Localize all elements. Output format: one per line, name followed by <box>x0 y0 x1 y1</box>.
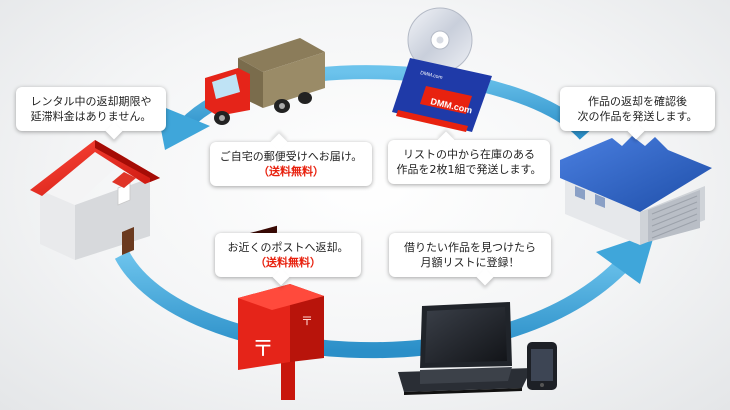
postbox-icon: 〒 〒 <box>238 225 324 400</box>
free-shipping-note: （送料無料） <box>255 256 321 269</box>
bubble-home-delivery: ご自宅の郵便受けへお届け。 （送料無料） <box>210 133 372 186</box>
bubble-return-confirmed-line2: 次の作品を発送します。 <box>577 110 698 123</box>
house-icon <box>30 140 160 260</box>
svg-text:〒: 〒 <box>301 314 313 328</box>
bottom-cycle-arrow <box>114 232 655 359</box>
bubble-return-confirmed: 作品の返却を確認後 次の作品を発送します。 <box>560 87 715 140</box>
truck-icon <box>205 38 325 125</box>
bubble-ship-two-discs-line2: 作品を2枚1組で発送します。 <box>396 163 542 176</box>
smartphone-icon <box>527 342 557 390</box>
bubble-return-by-post: お近くのポストへ返却。 （送料無料） <box>215 233 361 286</box>
bubble-no-due-date: レンタル中の返却期限や 延滞料金はありません。 <box>16 87 166 140</box>
disc-sleeve-brand: DMM.com <box>420 70 444 81</box>
svg-text:〒: 〒 <box>252 337 274 362</box>
bubble-add-to-list-line1: 借りたい作品を見つけたら <box>404 241 536 254</box>
warehouse-icon <box>560 136 712 245</box>
bubble-no-due-date-line2: 延滞料金はありません。 <box>30 110 152 123</box>
bubble-add-to-list-line2: 月額リストに登録！ <box>420 256 520 269</box>
free-shipping-note: （送料無料） <box>258 165 324 178</box>
bubble-home-delivery-line1: ご自宅の郵便受けへお届け。 <box>219 150 363 163</box>
bubble-return-by-post-line1: お近くのポストへ返却。 <box>227 241 349 254</box>
bubble-no-due-date-line1: レンタル中の返却期限や <box>30 95 152 108</box>
dvd-disc-icon <box>392 7 492 132</box>
bubble-return-confirmed-line1: 作品の返却を確認後 <box>588 95 687 108</box>
laptop-icon <box>398 302 532 395</box>
bubble-ship-two-discs: リストの中から在庫のある 作品を2枚1組で発送します。 <box>388 131 550 184</box>
bubble-ship-two-discs-line1: リストの中から在庫のある <box>403 148 535 161</box>
bubble-add-to-list: 借りたい作品を見つけたら 月額リストに登録！ <box>389 233 551 286</box>
